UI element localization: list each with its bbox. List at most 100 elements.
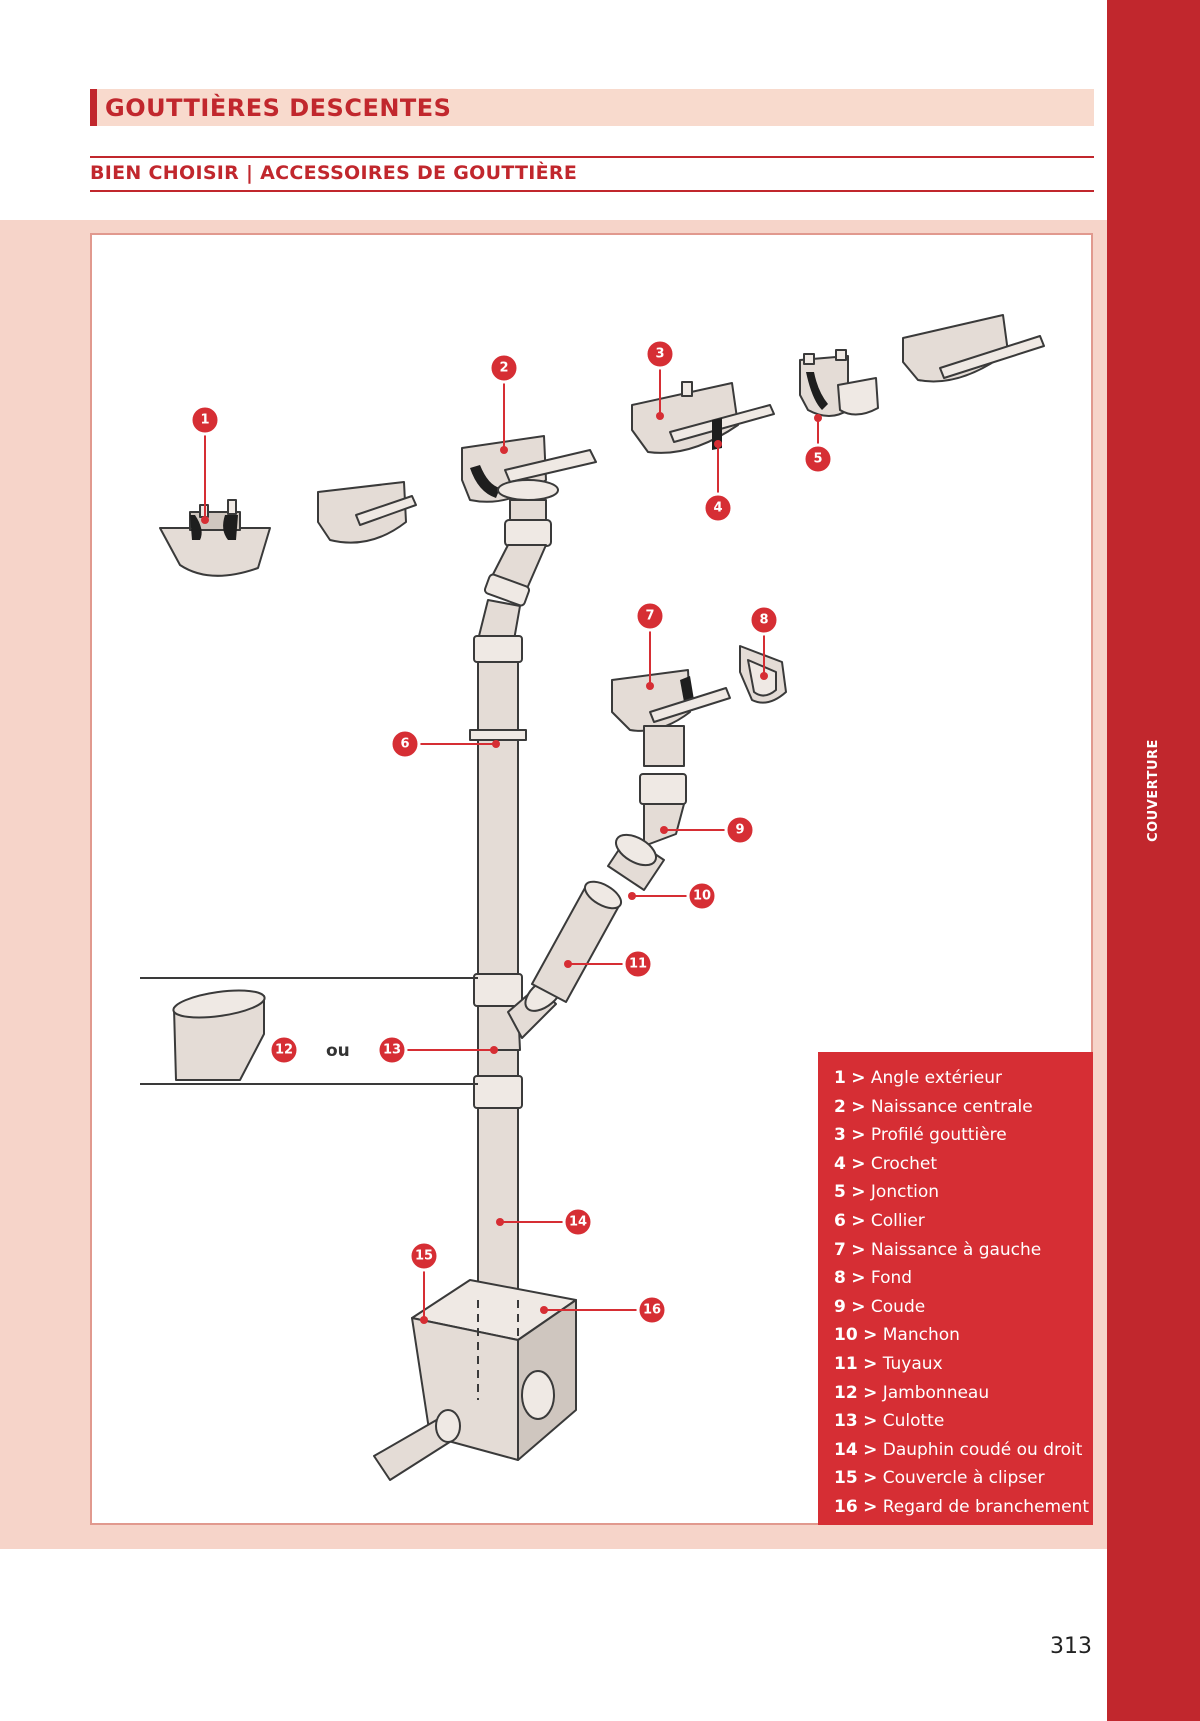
legend-item: 6 > Collier — [834, 1207, 1093, 1236]
callout-number: 6 — [400, 737, 409, 752]
legend-number: 11 — [834, 1353, 858, 1374]
part-left-outlet — [611, 669, 731, 767]
part-central-outlet — [461, 435, 597, 503]
callout-number: 1 — [200, 413, 209, 428]
legend-separator: > — [851, 1296, 866, 1317]
legend-item: 7 > Naissance à gauche — [834, 1236, 1093, 1265]
legend-number: 10 — [834, 1325, 858, 1346]
part-outside-corner — [159, 499, 271, 577]
parts-legend: 1 > Angle extérieur 2 > Naissance centra… — [818, 1052, 1093, 1525]
legend-separator: > — [851, 1182, 866, 1203]
part-offset-adapter — [140, 977, 478, 1085]
legend-number: 9 — [834, 1296, 846, 1317]
callout-number: 13 — [383, 1043, 401, 1058]
legend-number: 13 — [834, 1411, 858, 1432]
legend-separator: > — [863, 1382, 878, 1403]
callout-4: 4 — [702, 440, 734, 524]
legend-separator: > — [863, 1325, 878, 1346]
callout-15: 15 — [408, 1240, 440, 1324]
legend-label: Regard de branchement — [882, 1496, 1090, 1517]
legend-number: 7 — [834, 1239, 846, 1260]
legend-item: 4 > Crochet — [834, 1150, 1093, 1179]
legend-item: 1 > Angle extérieur — [834, 1064, 1093, 1093]
callout-number: 4 — [713, 501, 722, 516]
callout-number: 7 — [645, 609, 654, 624]
part-gutter-section-left — [317, 481, 417, 544]
legend-separator: > — [851, 1239, 866, 1260]
page-title: GOUTTIÈRES DESCENTES — [105, 94, 452, 122]
subtitle-top-rule — [90, 156, 1094, 158]
part-gutter-profile — [631, 381, 775, 454]
legend-separator: > — [863, 1353, 878, 1374]
legend-label: Profilé gouttière — [870, 1125, 1007, 1146]
legend-item: 8 > Fond — [834, 1264, 1093, 1293]
legend-label: Manchon — [882, 1325, 960, 1346]
callout-number: 8 — [759, 613, 768, 628]
legend-item: 2 > Naissance centrale — [834, 1093, 1093, 1122]
legend-label: Angle extérieur — [870, 1068, 1002, 1088]
or-label: ou — [326, 1041, 350, 1061]
legend-number: 16 — [834, 1496, 858, 1517]
legend-separator: > — [851, 1068, 866, 1088]
legend-label: Fond — [870, 1268, 913, 1289]
legend-label: Coude — [870, 1296, 926, 1317]
legend-item: 9 > Coude — [834, 1293, 1093, 1322]
callout-2: 2 — [488, 352, 520, 454]
callout-1: 1 — [189, 404, 221, 524]
callout-7: 7 — [634, 600, 666, 690]
side-color-band — [1107, 0, 1200, 1721]
legend-item: 13 > Culotte — [834, 1407, 1093, 1436]
part-elbow-sleeve-pipe — [531, 773, 687, 1003]
legend-label: Collier — [870, 1210, 925, 1231]
callout-number: 16 — [643, 1303, 661, 1318]
part-joint — [799, 349, 879, 417]
part-inspection-chamber — [373, 1279, 577, 1481]
legend-item: 10 > Manchon — [834, 1321, 1093, 1350]
callout-13: 13 — [376, 1034, 498, 1066]
legend-number: 1 — [834, 1068, 846, 1088]
part-downpipe — [469, 499, 564, 1317]
legend-number: 12 — [834, 1382, 858, 1403]
callout-3: 3 — [644, 338, 676, 420]
legend-separator: > — [851, 1125, 866, 1146]
page-subtitle: BIEN CHOISIR | ACCESSOIRES DE GOUTTIÈRE — [90, 162, 578, 184]
callout-number: 12 — [275, 1043, 293, 1058]
legend-label: Naissance à gauche — [870, 1239, 1042, 1260]
legend-separator: > — [863, 1496, 878, 1517]
legend-item: 3 > Profilé gouttière — [834, 1121, 1093, 1150]
legend-number: 14 — [834, 1439, 858, 1460]
legend-label: Culotte — [882, 1411, 945, 1432]
legend-item: 14 > Dauphin coudé ou droit — [834, 1436, 1093, 1465]
legend-item: 12 > Jambonneau — [834, 1379, 1093, 1408]
subtitle-bottom-rule — [90, 190, 1094, 192]
legend-number: 8 — [834, 1268, 846, 1289]
legend-separator: > — [863, 1411, 878, 1432]
legend-number: 2 — [834, 1096, 846, 1117]
page-title-bar: GOUTTIÈRES DESCENTES — [90, 89, 1094, 126]
legend-number: 5 — [834, 1182, 846, 1203]
callout-6: 6 — [389, 728, 500, 760]
callout-number: 2 — [499, 361, 508, 376]
legend-item: 5 > Jonction — [834, 1178, 1093, 1207]
callout-number: 10 — [693, 889, 711, 904]
callout-11: 11 — [564, 948, 654, 980]
legend-label: Jonction — [870, 1182, 940, 1203]
callout-number: 9 — [735, 823, 744, 838]
callout-16: 16 — [540, 1294, 668, 1326]
callout-5: 5 — [802, 414, 834, 475]
legend-number: 3 — [834, 1125, 846, 1146]
legend-number: 6 — [834, 1210, 846, 1231]
legend-separator: > — [851, 1153, 866, 1174]
legend-separator: > — [863, 1439, 878, 1460]
callout-8: 8 — [748, 604, 780, 680]
legend-separator: > — [851, 1268, 866, 1289]
callout-number: 14 — [569, 1215, 587, 1230]
legend-item: 11 > Tuyaux — [834, 1350, 1093, 1379]
legend-label: Naissance centrale — [870, 1096, 1033, 1117]
part-gutter-section-right — [902, 314, 1045, 383]
legend-item: 16 > Regard de branchement — [834, 1493, 1093, 1522]
legend-separator: > — [851, 1210, 866, 1231]
legend-label: Tuyaux — [882, 1353, 943, 1374]
legend-label: Dauphin coudé ou droit — [882, 1439, 1083, 1460]
